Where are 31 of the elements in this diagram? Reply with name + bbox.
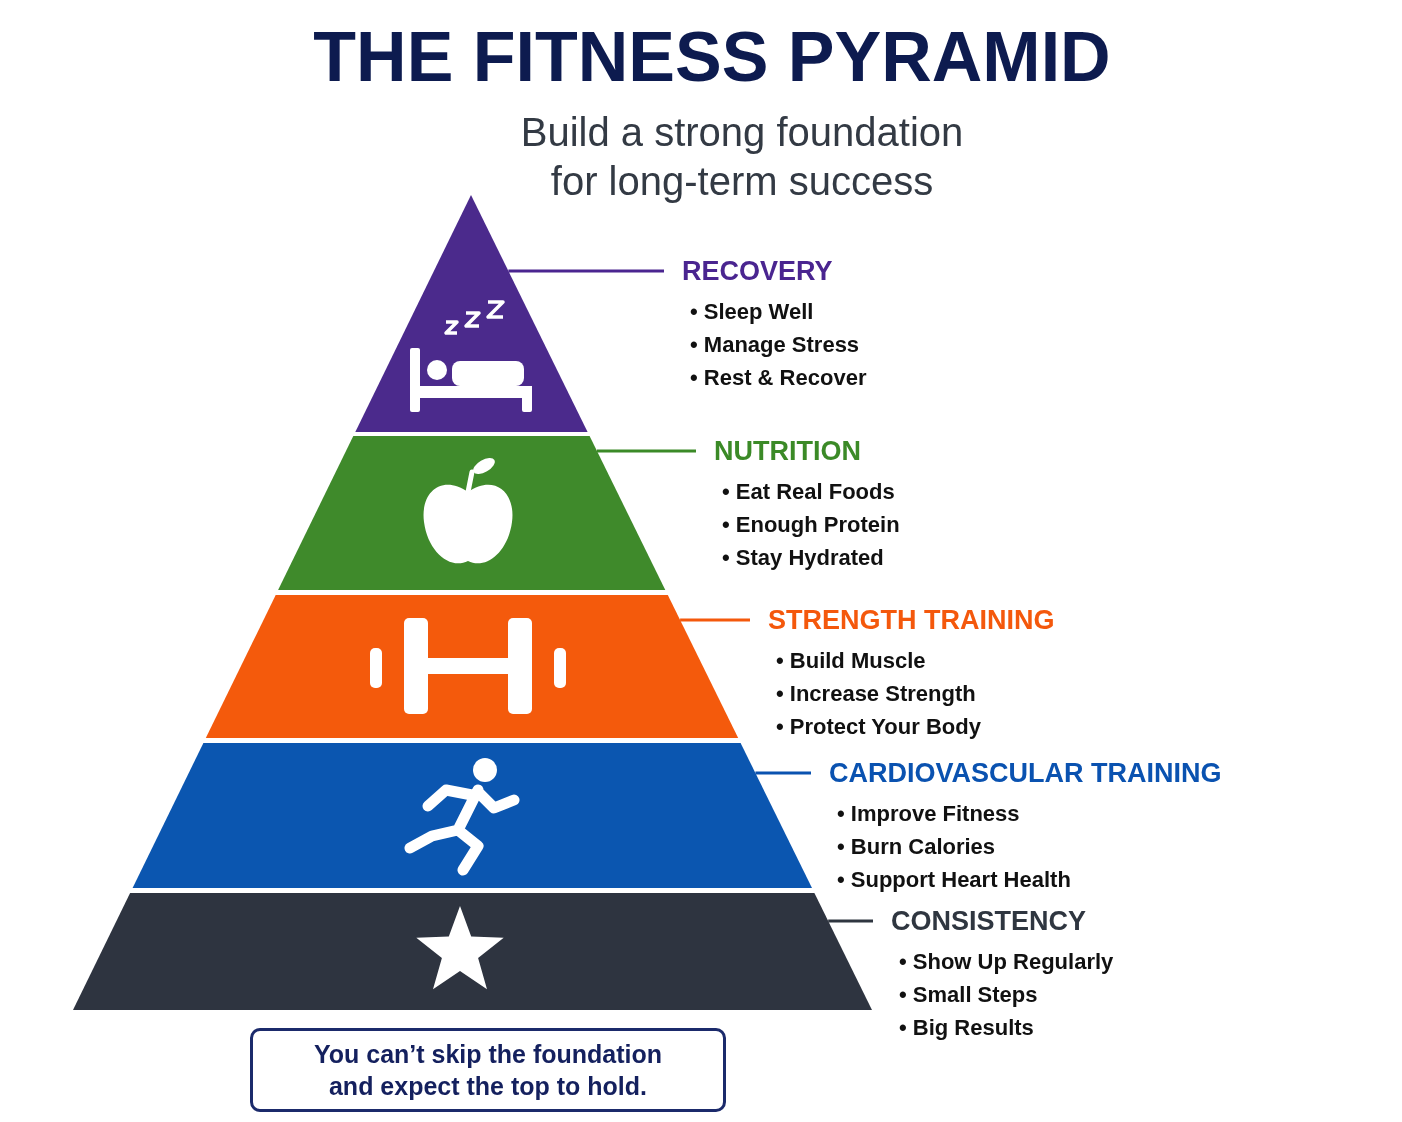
pyramid-tier	[132, 743, 812, 888]
leader-line	[755, 771, 811, 775]
bullet-point-text: • Show Up Regularly	[899, 948, 1114, 976]
tier-heading: CONSISTENCY	[891, 905, 1088, 938]
tier-heading: RECOVERY	[682, 255, 834, 288]
bullet-point-text: • Small Steps	[899, 981, 1039, 1009]
bullet-point-text: • Sleep Well	[690, 298, 815, 326]
quote-box: You can’t skip the foundation and expect the top to hold.	[250, 1028, 726, 1112]
bullet-point-text: • Enough Protein	[722, 511, 900, 539]
bullet-point-text: • Manage Stress	[690, 331, 861, 359]
leader-line	[508, 269, 664, 273]
bullet-point-text: • Build Muscle	[776, 647, 927, 675]
bullet-point-text: • Big Results	[899, 1014, 1035, 1042]
title: THE FITNESS PYRAMID	[312, 17, 1112, 98]
pyramid-tier	[73, 893, 872, 1010]
bullet-point-text: • Rest & Recover	[690, 364, 867, 392]
leader-line	[828, 919, 873, 923]
bullet-point-text: • Improve Fitness	[837, 800, 1021, 828]
tier-heading: CARDIOVASCULAR TRAINING	[829, 757, 1222, 790]
tier-heading: STRENGTH TRAINING	[768, 604, 1055, 637]
leader-line	[680, 618, 750, 622]
tier-heading: NUTRITION	[714, 435, 862, 468]
bullet-point-text: • Increase Strength	[776, 680, 977, 708]
bullet-point-text: • Eat Real Foods	[722, 478, 896, 506]
bullet-point-text: • Protect Your Body	[776, 713, 982, 741]
subtitle: Build a strong foundation for long-term success	[519, 109, 965, 205]
bullet-point-text: • Burn Calories	[837, 833, 997, 861]
bullet-point-text: • Support Heart Health	[837, 866, 1072, 894]
bullet-point-text: • Stay Hydrated	[722, 544, 885, 572]
leader-line	[597, 449, 696, 453]
pyramid-tier	[205, 595, 739, 738]
